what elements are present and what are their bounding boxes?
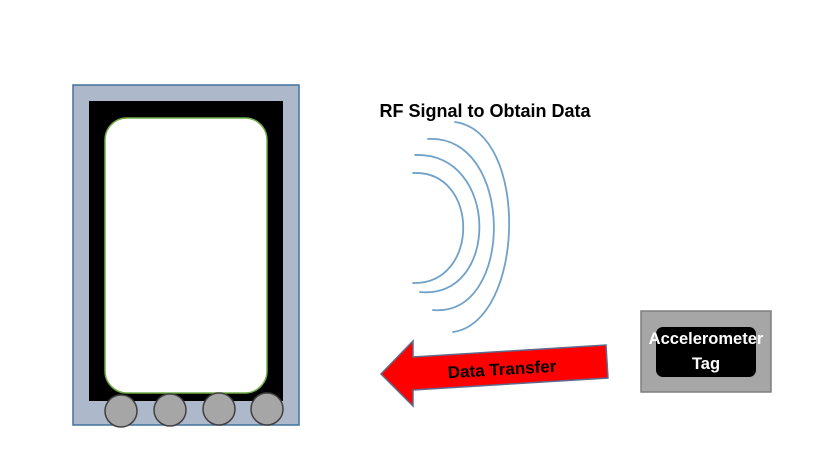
- data-transfer-arrow-icon: Data Transfer: [379, 339, 609, 408]
- data-transfer-arrow-shape: [379, 339, 609, 408]
- device-button-3[interactable]: [202, 392, 236, 426]
- tag-label-line2: Tag: [692, 355, 720, 373]
- device-button-4[interactable]: [250, 392, 284, 426]
- device-button-1[interactable]: [104, 394, 138, 428]
- rf-signal-label: RF Signal to Obtain Data: [379, 101, 591, 121]
- rf-wave-1: [412, 172, 465, 284]
- rf-signal-waves-icon: [412, 121, 511, 333]
- device-screen: [104, 117, 268, 394]
- tag-label-line1: Accelerometer: [649, 330, 764, 348]
- rf-wave-4: [452, 121, 511, 333]
- rf-wave-2: [414, 154, 481, 293]
- rf-wave-3: [427, 138, 495, 311]
- reader-device: [72, 84, 300, 428]
- accelerometer-tag: Accelerometer Tag: [640, 310, 772, 393]
- device-buttons: [104, 392, 284, 428]
- tag-chip: [656, 327, 756, 377]
- device-button-2[interactable]: [153, 393, 187, 427]
